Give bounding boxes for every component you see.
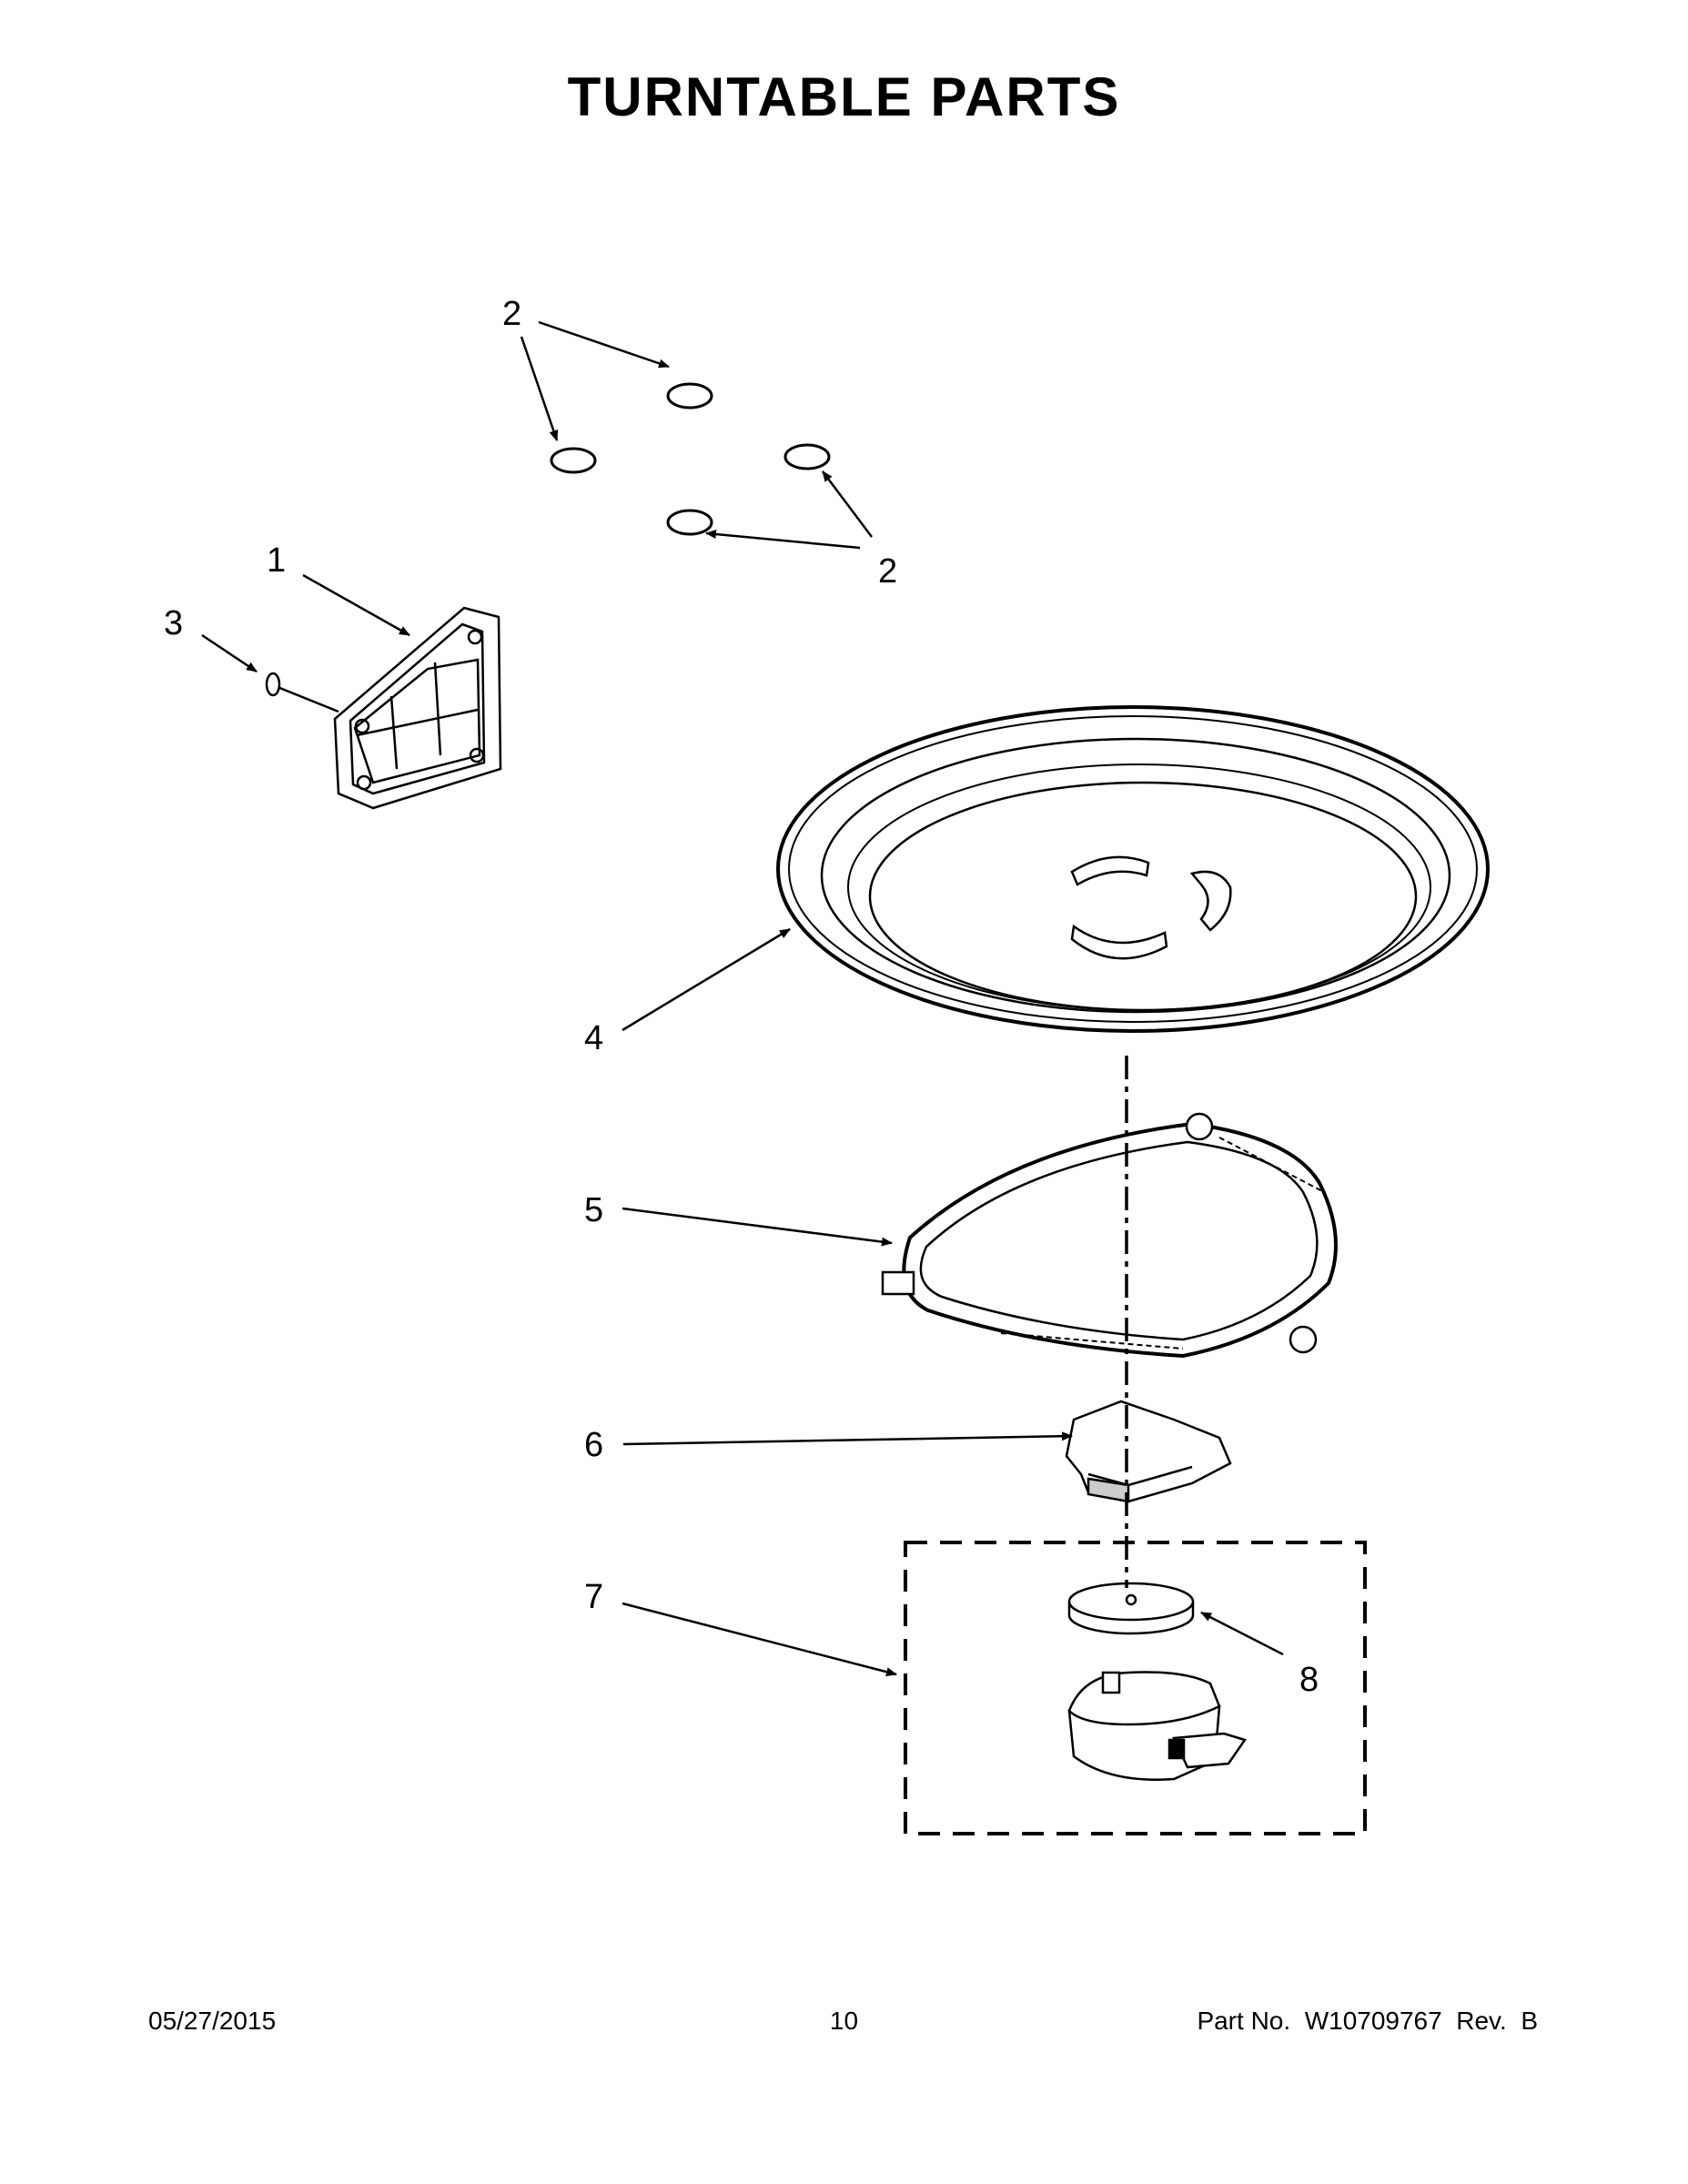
leader-7 (622, 1602, 897, 1677)
part-5-roller-ring (881, 1112, 1338, 1359)
leader-3 (201, 633, 258, 673)
footer-part-number: Part No. W10709767 Rev. B (1197, 2007, 1538, 2035)
turntable-motor (1067, 1671, 1248, 1781)
callout-2b: 2 (878, 552, 897, 591)
foot-top (666, 382, 713, 410)
callout-3: 3 (164, 604, 183, 642)
part-3-screw (265, 672, 339, 713)
leader-2b-1 (822, 470, 873, 538)
leader-8 (1200, 1611, 1284, 1656)
callout-6: 6 (584, 1426, 603, 1464)
part-8-drive-disc (1067, 1582, 1195, 1635)
footer-page-number: 10 (829, 2007, 859, 2035)
leader-6 (622, 1431, 1073, 1446)
callout-7: 7 (584, 1578, 603, 1616)
callout-1: 1 (267, 541, 286, 580)
page-title: TURNTABLE PARTS (567, 66, 1121, 127)
callout-8: 8 (1299, 1661, 1319, 1699)
foot-right (783, 443, 831, 470)
leader-4 (622, 927, 791, 1032)
part-1-cover (333, 606, 502, 810)
part-2-feet (550, 382, 831, 536)
leader-2a-1 (538, 320, 670, 369)
callout-4: 4 (584, 1019, 603, 1057)
part-4-turntable-tray (776, 705, 1490, 1033)
leader-2a-2 (520, 336, 559, 441)
leader-lines (201, 320, 1284, 1677)
callout-2a: 2 (502, 295, 521, 333)
leader-1 (302, 573, 410, 637)
callout-5: 5 (584, 1191, 603, 1229)
footer-date: 05/27/2015 (148, 2007, 277, 2035)
part-7-motor-assembly-box (904, 1541, 1367, 1835)
foot-bottom (666, 509, 713, 536)
leader-2b-2 (705, 530, 861, 550)
part-6-coupler (1065, 1400, 1232, 1503)
foot-left (550, 447, 597, 474)
leader-5 (622, 1207, 893, 1247)
